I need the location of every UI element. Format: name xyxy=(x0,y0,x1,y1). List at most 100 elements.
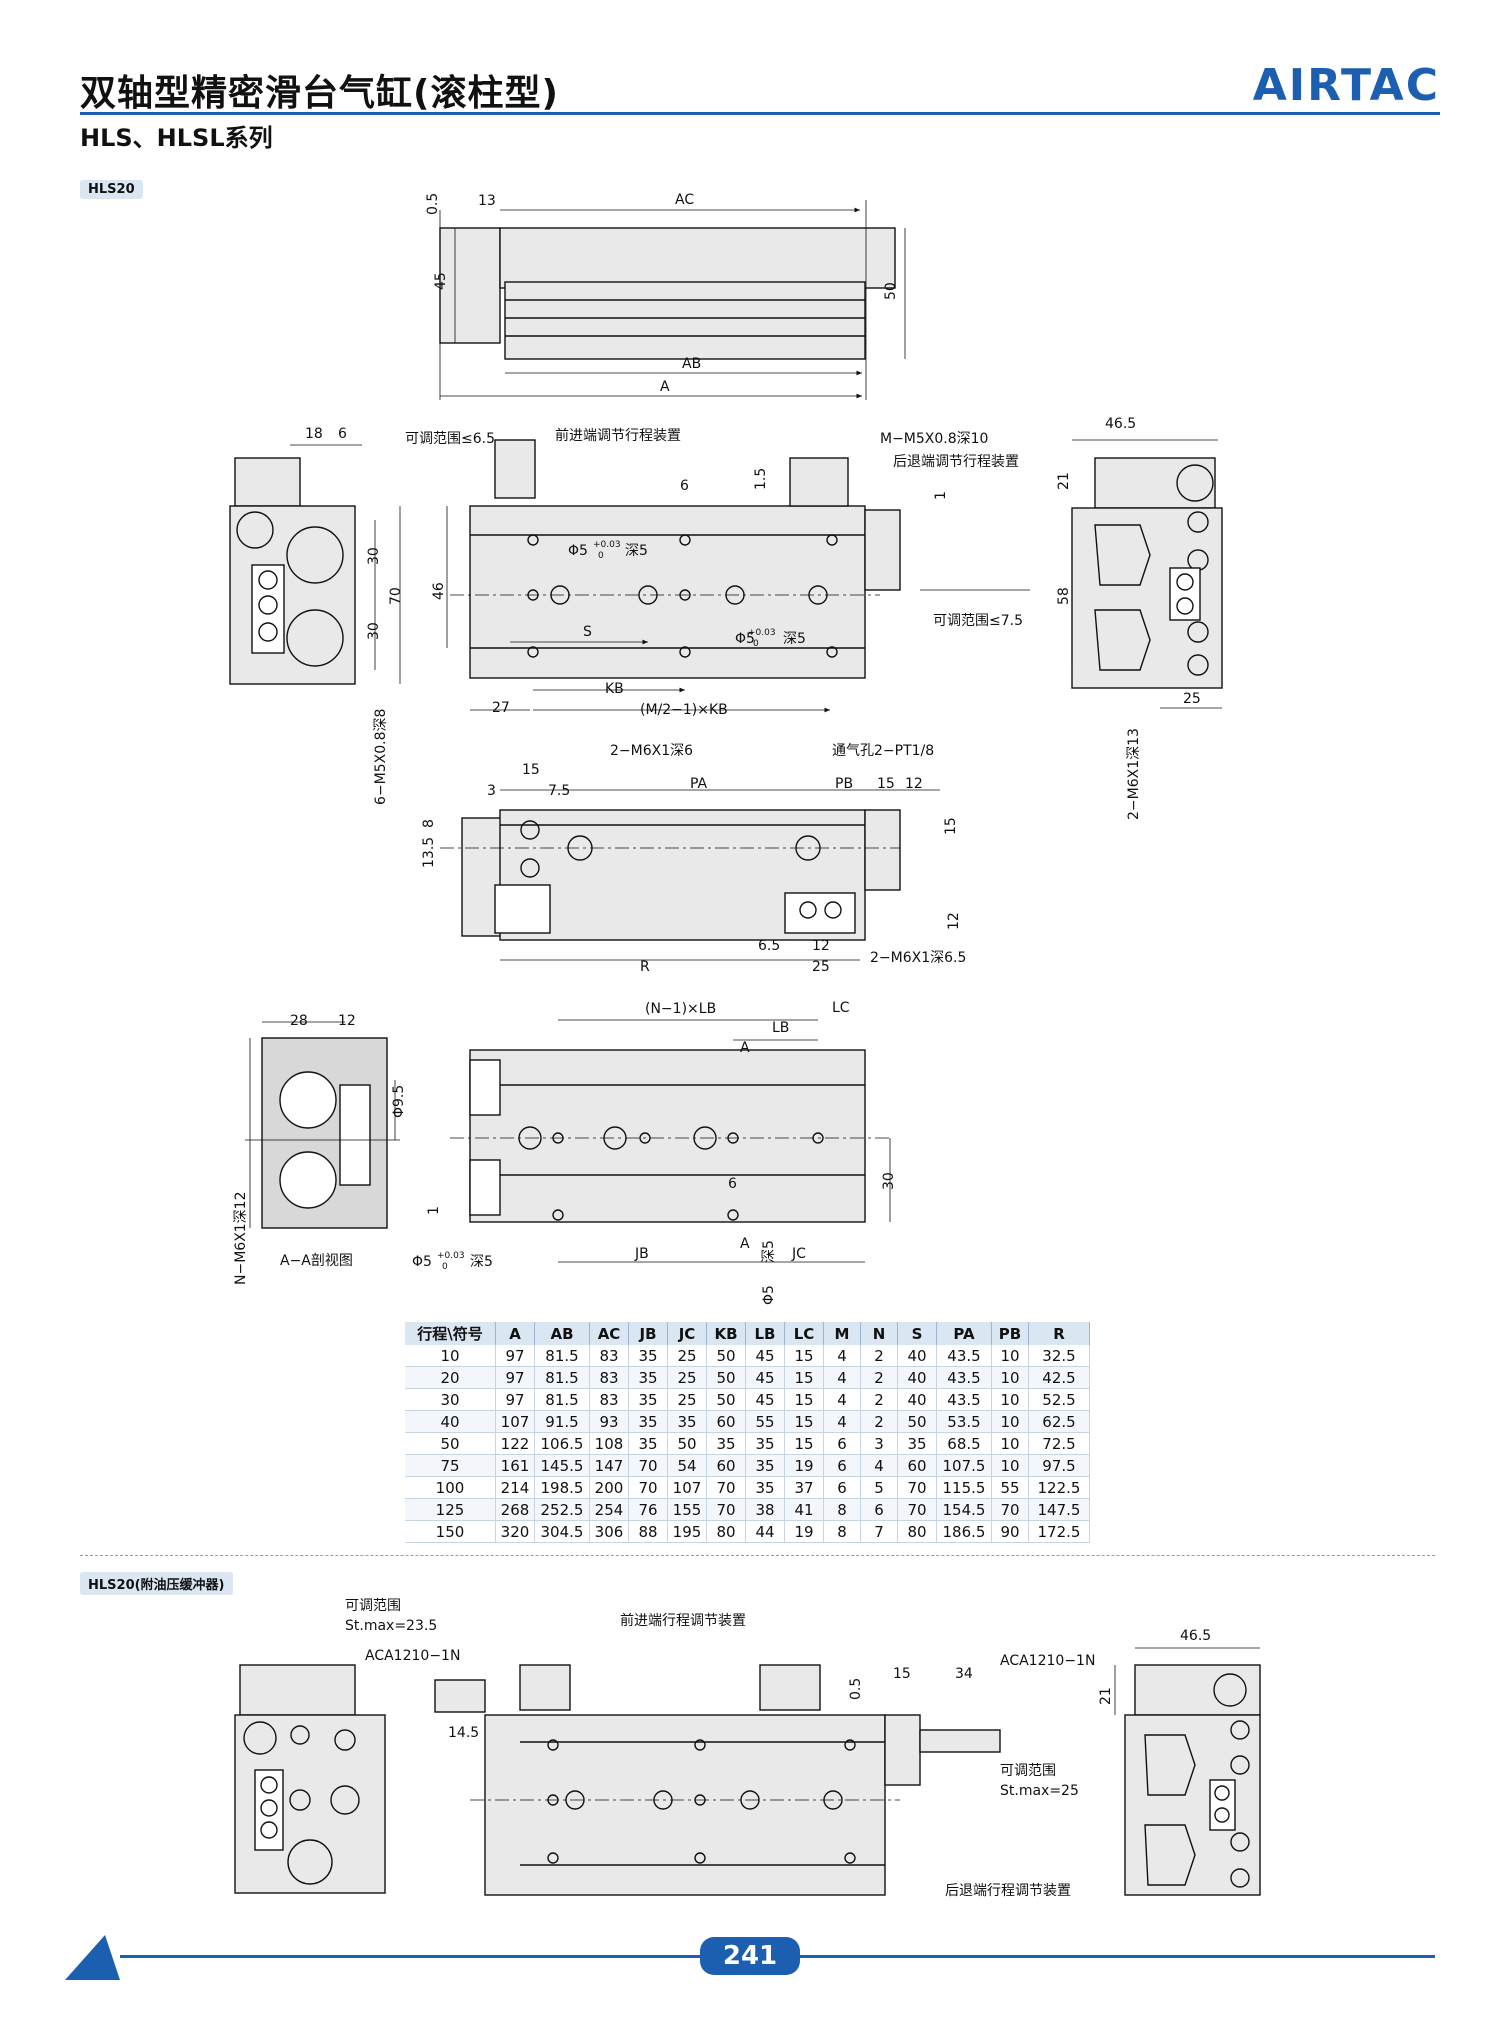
table-cell: 45 xyxy=(745,1366,785,1389)
dim-text: +0.03 xyxy=(437,1251,465,1261)
table-cell: 43.5 xyxy=(936,1345,992,1367)
dim-text: 1.5 xyxy=(753,468,769,490)
table-cell: 37 xyxy=(784,1476,824,1499)
section-aa-drawing xyxy=(245,1021,400,1229)
dim-text: 25 xyxy=(812,959,830,975)
table-cell: 107 xyxy=(495,1410,535,1433)
table-cell: 83 xyxy=(589,1388,629,1411)
dim-text: R xyxy=(640,959,650,975)
table-cell: 35 xyxy=(628,1432,668,1455)
dim-text: JC xyxy=(791,1246,806,1262)
brand-logo: AIRTAC xyxy=(1252,60,1440,111)
table-cell: 68.5 xyxy=(936,1432,992,1455)
table-cell: 32.5 xyxy=(1028,1345,1090,1367)
table-cell: 50 xyxy=(706,1388,746,1411)
table-cell: 93 xyxy=(589,1410,629,1433)
table-cell: 252.5 xyxy=(534,1498,590,1521)
table-cell: 4 xyxy=(860,1454,898,1477)
dim-text: 30 xyxy=(881,1172,897,1190)
table-cell: 50 xyxy=(706,1366,746,1389)
dim-text: 0 xyxy=(442,1262,448,1272)
table-cell: 8 xyxy=(823,1520,861,1543)
table-cell: 40 xyxy=(405,1410,496,1433)
dim-label: N−M6X1深12 xyxy=(233,1191,249,1285)
table-cell: 4 xyxy=(823,1410,861,1433)
section-title: A−A剖视图 xyxy=(280,1253,353,1269)
table-header-row: 行程\符号 A AB AC JB JC KB LB LC M N S PA PB… xyxy=(405,1322,1090,1345)
left-end-view-drawing xyxy=(229,444,401,685)
table-cell: 35 xyxy=(628,1366,668,1389)
table-cell: 4 xyxy=(823,1345,861,1367)
dim-text: 15 xyxy=(877,776,895,792)
dim-text: 深5 xyxy=(470,1254,493,1270)
table-cell: 70 xyxy=(897,1498,937,1521)
table-header-cell: PA xyxy=(936,1322,992,1345)
table-cell: 108 xyxy=(589,1432,629,1455)
table-cell: 81.5 xyxy=(534,1388,590,1411)
dim-text: PA xyxy=(690,776,708,792)
table-cell: 40 xyxy=(897,1388,937,1411)
dim-text: 45 xyxy=(433,272,449,290)
dim-text: 深5 xyxy=(761,1240,777,1263)
table-cell: 70 xyxy=(706,1476,746,1499)
table-cell: 8 xyxy=(823,1498,861,1521)
dim-text: 1 xyxy=(426,1206,442,1215)
table-cell: 35 xyxy=(745,1454,785,1477)
table-cell: 2 xyxy=(860,1388,898,1411)
dim-label: 6−M5X0.8深8 xyxy=(373,709,389,805)
dim-text: 30 xyxy=(366,547,382,565)
callout: 可调范围≤7.5 xyxy=(933,612,1023,629)
table-header-cell: LC xyxy=(784,1322,824,1345)
longitudinal-view-drawing xyxy=(450,1019,891,1263)
dim-text: 50 xyxy=(883,282,899,300)
dim-text: Φ5 xyxy=(735,631,755,647)
table-header-cell: A xyxy=(495,1322,535,1345)
table-cell: 83 xyxy=(589,1345,629,1367)
table-header-cell: AC xyxy=(589,1322,629,1345)
table-header-cell: LB xyxy=(745,1322,785,1345)
table-cell: 100 xyxy=(405,1476,496,1499)
dim-text: 18 xyxy=(305,426,323,442)
table-cell: 40 xyxy=(897,1345,937,1367)
dim-text: 46 xyxy=(431,582,447,600)
dim-text: KB xyxy=(605,681,624,697)
table-cell: 200 xyxy=(589,1476,629,1499)
dim-text: 58 xyxy=(1056,587,1072,605)
dim-text: A xyxy=(740,1236,750,1252)
footer-logo-icon xyxy=(65,1935,120,1980)
table-cell: 41 xyxy=(784,1498,824,1521)
table-cell: 2 xyxy=(860,1345,898,1367)
table-cell: 43.5 xyxy=(936,1366,992,1389)
table-cell: 52.5 xyxy=(1028,1388,1090,1411)
table-cell: 43.5 xyxy=(936,1388,992,1411)
table-cell: 6 xyxy=(823,1476,861,1499)
table-cell: 10 xyxy=(991,1432,1029,1455)
dim-text: +0.03 xyxy=(748,628,776,638)
table-cell: 60 xyxy=(897,1454,937,1477)
table-cell: 70 xyxy=(628,1454,668,1477)
callout: 可调范围 xyxy=(345,1597,401,1614)
table-cell: 55 xyxy=(745,1410,785,1433)
table-cell: 53.5 xyxy=(936,1410,992,1433)
dim-text: 13.5 xyxy=(421,837,437,868)
buffer-version-drawings xyxy=(234,1647,1261,1896)
bottom-view-drawing xyxy=(440,789,940,961)
callout: 通气孔2−PT1/8 xyxy=(832,743,934,759)
dim-text: 深5 xyxy=(783,631,806,647)
table-cell: 107 xyxy=(667,1476,707,1499)
table-header-cell: N xyxy=(860,1322,898,1345)
table-cell: 44 xyxy=(745,1520,785,1543)
table-cell: 40 xyxy=(897,1366,937,1389)
dim-text: 3 xyxy=(487,783,496,799)
table-cell: 15 xyxy=(784,1432,824,1455)
dim-text: A xyxy=(740,1040,750,1056)
table-cell: 50 xyxy=(897,1410,937,1433)
table-cell: 25 xyxy=(667,1345,707,1367)
table-cell: 107.5 xyxy=(936,1454,992,1477)
table-cell: 195 xyxy=(667,1520,707,1543)
table-cell: 145.5 xyxy=(534,1454,590,1477)
table-cell: 10 xyxy=(405,1345,496,1367)
